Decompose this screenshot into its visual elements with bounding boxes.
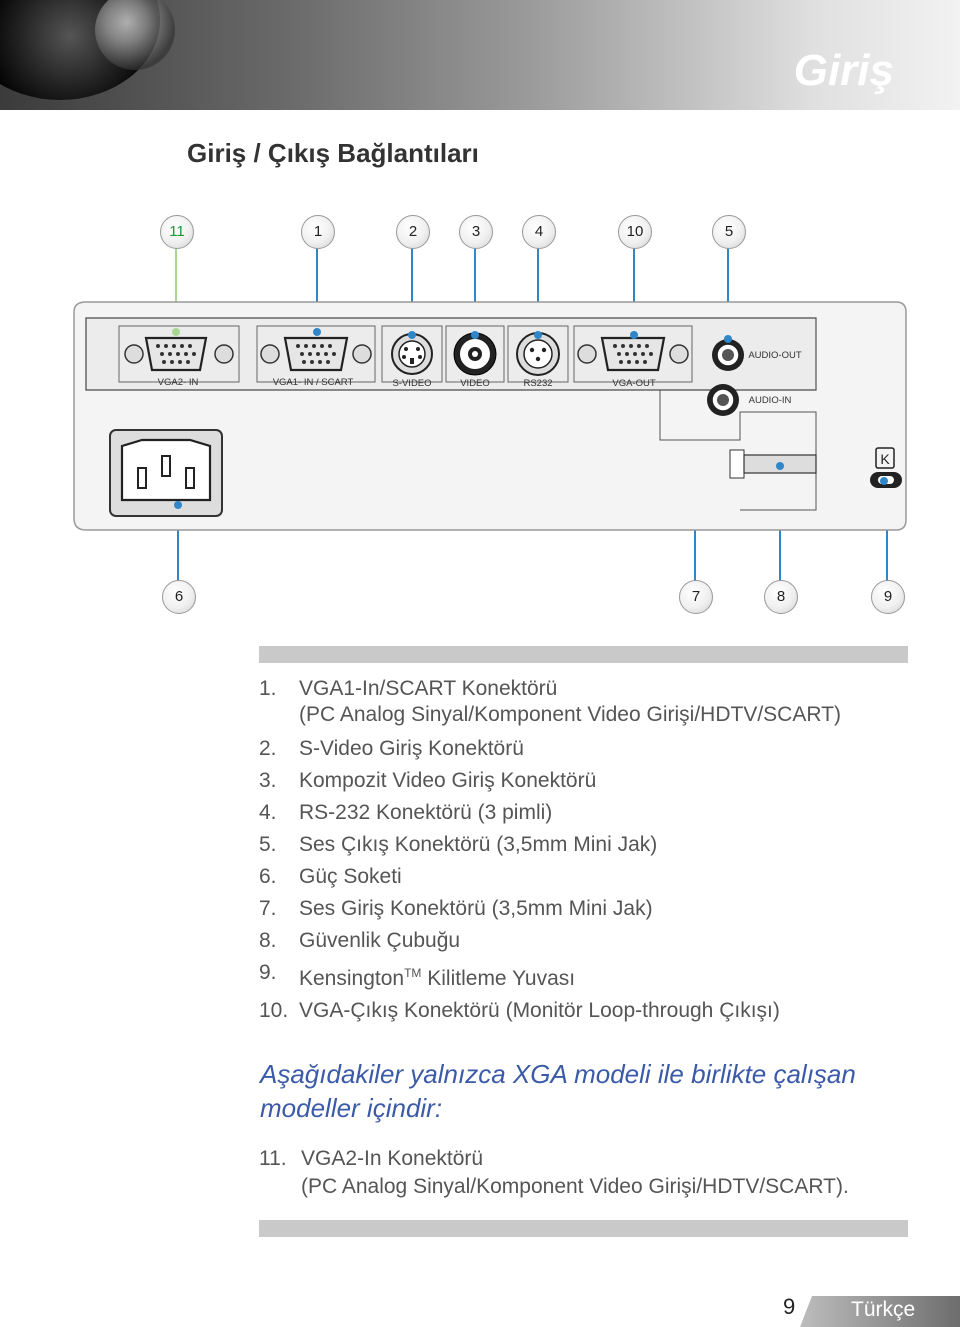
connector-list: 1.VGA1-In/SCART Konektörü(PC Analog Siny… bbox=[259, 673, 841, 1027]
label-vga-out: VGA-OUT bbox=[612, 378, 655, 389]
connector-panel-diagram: K VGA2- IN VGA1- IN / SCART S-VIDEO VIDE… bbox=[73, 247, 907, 581]
callout-10: 10 bbox=[618, 215, 652, 249]
s-video-port bbox=[381, 325, 443, 383]
callout-5: 5 bbox=[712, 215, 746, 249]
list-item: 7.Ses Giriş Konektörü (3,5mm Mini Jak) bbox=[259, 897, 653, 920]
callout-9: 9 bbox=[871, 580, 905, 614]
section-title: Giriş bbox=[793, 46, 894, 95]
divider-bar-bottom bbox=[259, 1220, 908, 1237]
lens-highlight bbox=[95, 0, 175, 70]
list-item: 3.Kompozit Video Giriş Konektörü bbox=[259, 769, 597, 792]
label-s-video: S-VIDEO bbox=[392, 378, 431, 389]
label-audio-out: AUDIO-OUT bbox=[748, 350, 802, 361]
footer-language: Türkçe bbox=[851, 1298, 916, 1321]
vga-out-port bbox=[573, 325, 693, 383]
label-vga1-in: VGA1- IN / SCART bbox=[273, 377, 354, 388]
vga1-in-port bbox=[256, 325, 376, 383]
list-item: 5.Ses Çıkış Konektörü (3,5mm Mini Jak) bbox=[259, 833, 658, 856]
callout-4: 4 bbox=[522, 215, 556, 249]
list-item: 4.RS-232 Konektörü (3 pimli) bbox=[259, 801, 553, 824]
list-item: 9.KensingtonTM Kilitleme Yuvası bbox=[259, 961, 576, 990]
trademark-mark: TM bbox=[404, 966, 422, 980]
power-socket bbox=[109, 429, 223, 517]
list-item: 10.VGA-Çıkış Konektörü (Monitör Loop-thr… bbox=[259, 999, 780, 1022]
list-item: 6.Güç Soketi bbox=[259, 865, 402, 888]
vga2-in-port bbox=[118, 325, 240, 383]
callout-8: 8 bbox=[764, 580, 798, 614]
list-item: 8.Güvenlik Çubuğu bbox=[259, 929, 461, 952]
header-banner: Giriş bbox=[0, 0, 960, 110]
list-item: 2.S-Video Giriş Konektörü bbox=[259, 737, 524, 760]
connector-strip bbox=[85, 317, 817, 391]
audio-out-jack bbox=[712, 339, 744, 371]
callout-11: 11 bbox=[160, 215, 194, 249]
callout-6: 6 bbox=[162, 580, 196, 614]
label-video: VIDEO bbox=[460, 378, 490, 389]
callout-1: 1 bbox=[301, 215, 335, 249]
label-audio-in: AUDIO-IN bbox=[749, 395, 792, 406]
rs232-port bbox=[507, 325, 569, 383]
xga-list: 11.VGA2-In Konektörü(PC Analog Sinyal/Ko… bbox=[259, 1145, 849, 1201]
xga-note: Aşağıdakiler yalnızca XGA modeli ile bir… bbox=[260, 1059, 856, 1123]
list-item: 11.VGA2-In Konektörü(PC Analog Sinyal/Ko… bbox=[259, 1147, 849, 1198]
callout-2: 2 bbox=[396, 215, 430, 249]
divider-bar-top bbox=[259, 646, 908, 663]
svg-text:K: K bbox=[880, 451, 890, 467]
audio-in-jack bbox=[707, 384, 739, 416]
list-item: 1.VGA1-In/SCART Konektörü(PC Analog Siny… bbox=[259, 677, 841, 726]
label-rs232: RS232 bbox=[523, 378, 552, 389]
page-title: Giriş / Çıkış Bağlantıları bbox=[187, 138, 479, 168]
label-vga2-in: VGA2- IN bbox=[158, 377, 199, 388]
footer-language-tab bbox=[800, 1296, 960, 1327]
callout-3: 3 bbox=[459, 215, 493, 249]
callout-7: 7 bbox=[679, 580, 713, 614]
page-number: 9 bbox=[783, 1294, 796, 1319]
video-port bbox=[445, 325, 505, 383]
